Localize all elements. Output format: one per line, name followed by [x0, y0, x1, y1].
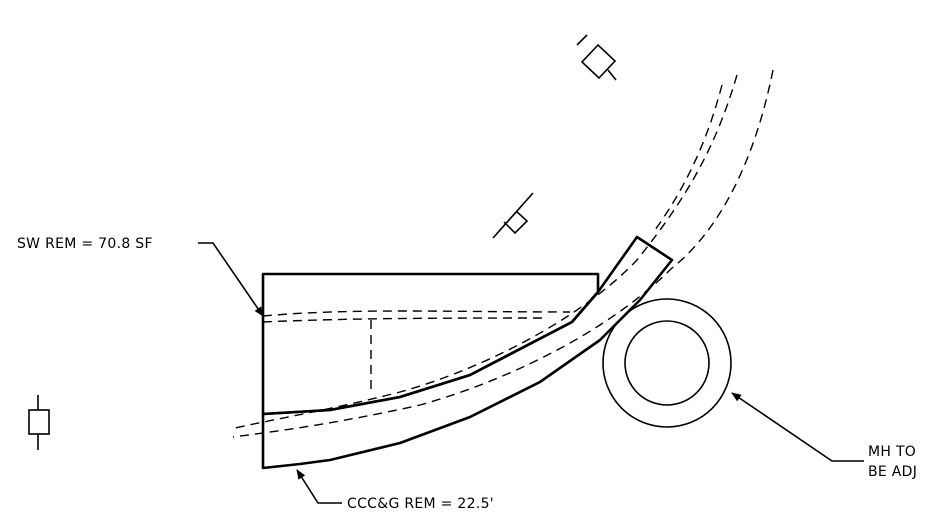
curb-gutter-removal-area — [261, 235, 674, 470]
utility-valve-symbol-top — [576, 34, 617, 81]
leader-lines — [198, 242, 864, 504]
existing-curb-lines — [232, 69, 774, 438]
mh-adjust-label-line1: MH TO — [868, 444, 916, 460]
sw-removal-label: SW REM = 70.8 SF — [17, 236, 153, 252]
utility-marker-symbol-mid — [492, 192, 534, 239]
sidewalk-removal-area — [261, 272, 600, 416]
manhole — [602, 298, 732, 428]
ccc-removal-label: CCC&G REM = 22.5' — [347, 496, 494, 512]
mh-adjust-label-line2: BE ADJ — [868, 464, 917, 480]
utility-box-symbol-left — [28, 395, 50, 450]
